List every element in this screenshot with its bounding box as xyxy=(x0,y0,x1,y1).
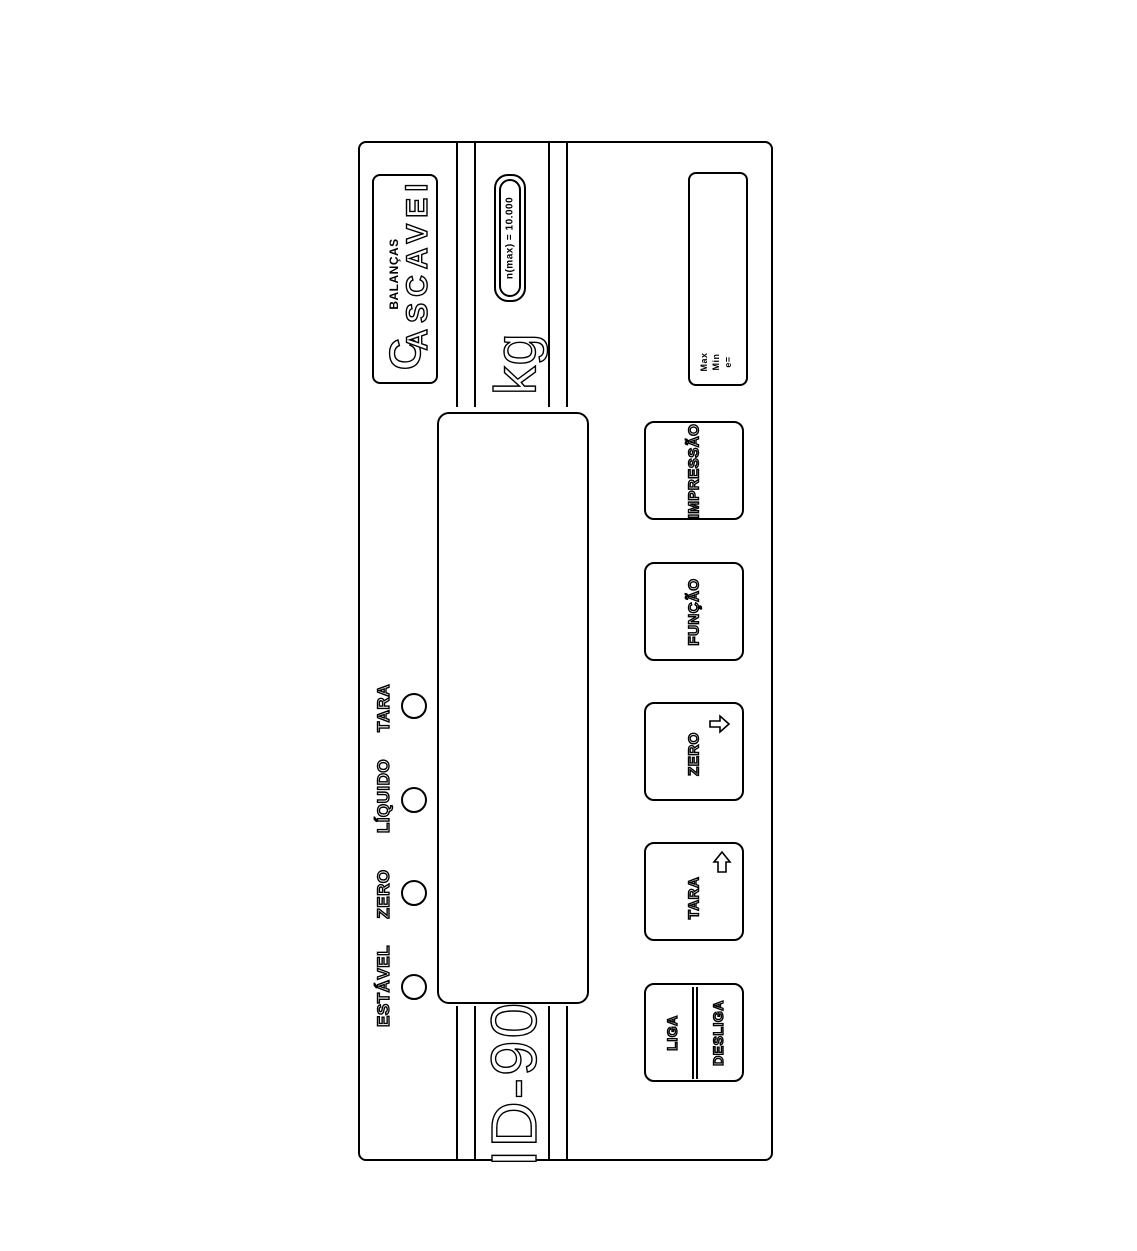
label-zero: ZERO xyxy=(373,869,393,920)
liga-label: LIGA xyxy=(663,1015,680,1052)
bottom-rail-right xyxy=(548,1006,568,1161)
info-line-min: Min xyxy=(711,353,721,371)
weight-display xyxy=(437,412,589,1004)
led-zero xyxy=(401,880,427,906)
capacity-label: n(max) = 10.000 xyxy=(504,196,516,280)
arrow-right-icon xyxy=(709,714,731,734)
capacity-badge: n(max) = 10.000 xyxy=(494,174,526,302)
label-estavel: ESTÁVEL xyxy=(373,944,393,1027)
funcao-label: FUNÇÃO xyxy=(685,578,703,647)
led-estavel xyxy=(401,974,427,1000)
desliga-label: DESLIGA xyxy=(709,999,726,1066)
tara-label: TARA xyxy=(685,876,703,920)
led-tara xyxy=(401,693,427,719)
liga-desliga-button[interactable]: LIGA DESLIGA xyxy=(644,983,744,1082)
led-liquido xyxy=(401,787,427,813)
top-rail-right xyxy=(548,141,568,407)
zero-label: ZERO xyxy=(685,731,703,776)
bottom-rail xyxy=(456,1006,476,1161)
metrology-info-box: Max Min e= xyxy=(688,172,748,386)
brand-logo: C BALANÇAS ASCAVEl xyxy=(372,174,438,384)
label-tara: TARA xyxy=(373,683,393,732)
top-rail xyxy=(456,141,476,407)
info-line-max: Max xyxy=(699,352,709,372)
tara-button[interactable]: TARA xyxy=(644,842,744,941)
brand-logo-large-text: ASCAVEl xyxy=(400,177,434,352)
arrow-up-icon xyxy=(712,850,732,873)
zero-button[interactable]: ZERO xyxy=(644,702,744,801)
unit-label: kg xyxy=(483,332,549,396)
info-line-e: e= xyxy=(723,356,733,368)
label-liquido: LÍQUIDO xyxy=(373,758,393,834)
impressao-button[interactable]: IMPRESSÃO xyxy=(644,421,744,520)
model-label: ID-90 xyxy=(477,1000,550,1168)
liga-desliga-divider xyxy=(692,987,694,1079)
funcao-button[interactable]: FUNÇÃO xyxy=(644,562,744,661)
brand-logo-small-text: BALANÇAS xyxy=(387,238,401,310)
impressao-label: IMPRESSÃO xyxy=(685,423,703,519)
scale-indicator-faceplate xyxy=(358,141,773,1161)
